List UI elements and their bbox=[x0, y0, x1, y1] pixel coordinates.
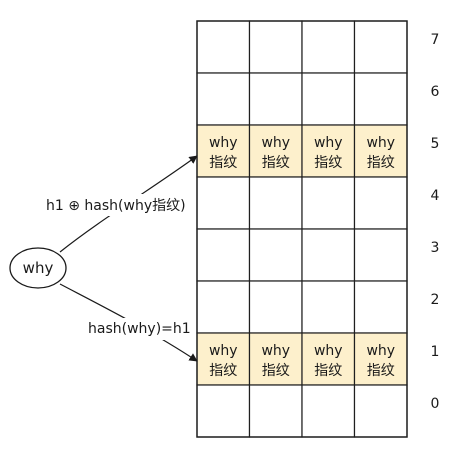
bucket-cell-empty bbox=[196, 384, 251, 438]
bucket-cell-empty bbox=[301, 72, 356, 126]
cell-text-why: why bbox=[366, 343, 395, 359]
bucket-cell-empty bbox=[248, 72, 303, 126]
bucket-index-2: 2 bbox=[431, 292, 440, 308]
cell-text-fingerprint: 指纹 bbox=[209, 155, 237, 171]
grid-border bbox=[196, 20, 408, 438]
bucket-cell-empty bbox=[196, 228, 251, 282]
cell-text-why: why bbox=[366, 135, 395, 151]
bucket-index-6: 6 bbox=[431, 84, 440, 100]
bucket-index-0: 0 bbox=[431, 396, 440, 412]
bucket-index-labels: 7 6 5 4 3 2 1 0 bbox=[431, 32, 440, 412]
upper-edge-label: h1 ⊕ hash(why指纹) bbox=[46, 198, 186, 214]
bucket-cell-empty bbox=[248, 20, 303, 74]
bucket-cell-empty bbox=[248, 280, 303, 334]
bucket-cell-empty bbox=[301, 280, 356, 334]
bucket-index-5: 5 bbox=[431, 136, 440, 152]
bucket-cell-filled bbox=[248, 124, 303, 178]
why-node bbox=[9, 247, 67, 289]
bucket-cell-empty bbox=[196, 20, 251, 74]
bucket-cell-empty bbox=[353, 280, 408, 334]
bucket-cell-empty bbox=[248, 384, 303, 438]
bucket-index-4: 4 bbox=[431, 188, 440, 204]
bucket-cell-empty bbox=[353, 176, 408, 230]
cell-text-fingerprint: 指纹 bbox=[209, 363, 237, 379]
bucket-cell-empty bbox=[248, 228, 303, 282]
bucket-cell-empty bbox=[196, 176, 251, 230]
bucket-index-1: 1 bbox=[431, 344, 440, 360]
bucket-cell-empty bbox=[248, 176, 303, 230]
upper-label-bg bbox=[44, 194, 194, 216]
bucket-index-7: 7 bbox=[431, 32, 440, 48]
bucket-cell-empty bbox=[301, 20, 356, 74]
bucket-cell-empty bbox=[353, 384, 408, 438]
lower-label-bg bbox=[86, 318, 194, 340]
bucket-cell-empty bbox=[196, 280, 251, 334]
cell-text-fingerprint: 指纹 bbox=[314, 155, 342, 171]
bucket-cell-empty bbox=[353, 228, 408, 282]
cell-text-why: why bbox=[261, 343, 290, 359]
bucket-cell-empty bbox=[196, 72, 251, 126]
bucket-cell-empty bbox=[353, 72, 408, 126]
bucket-cell-empty bbox=[301, 228, 356, 282]
cell-text-why: why bbox=[314, 135, 343, 151]
cell-text-why: why bbox=[209, 135, 238, 151]
cell-text-why: why bbox=[209, 343, 238, 359]
bucket-cell-filled bbox=[196, 124, 251, 178]
bucket-grid: why 指纹 why 指纹 why 指纹 why 指纹 why 指纹 why 指纹 why 指纹 why 指纹 bbox=[196, 20, 408, 438]
bucket-cell-filled bbox=[353, 332, 408, 386]
cell-text-fingerprint: 指纹 bbox=[367, 363, 395, 379]
cell-text-fingerprint: 指纹 bbox=[262, 363, 290, 379]
bucket-cell-empty bbox=[301, 176, 356, 230]
bucket-index-3: 3 bbox=[431, 240, 440, 256]
bucket-cell-empty bbox=[353, 20, 408, 74]
cell-text-why: why bbox=[314, 343, 343, 359]
cell-text-fingerprint: 指纹 bbox=[262, 155, 290, 171]
cell-text-fingerprint: 指纹 bbox=[367, 155, 395, 171]
cell-text-fingerprint: 指纹 bbox=[314, 363, 342, 379]
lower-edge-label: hash(why)=h1 bbox=[88, 321, 191, 337]
cell-text-why: why bbox=[261, 135, 290, 151]
bucket-cell-empty bbox=[301, 384, 356, 438]
bucket-cell-filled bbox=[248, 332, 303, 386]
why-node-label: why bbox=[23, 259, 54, 277]
